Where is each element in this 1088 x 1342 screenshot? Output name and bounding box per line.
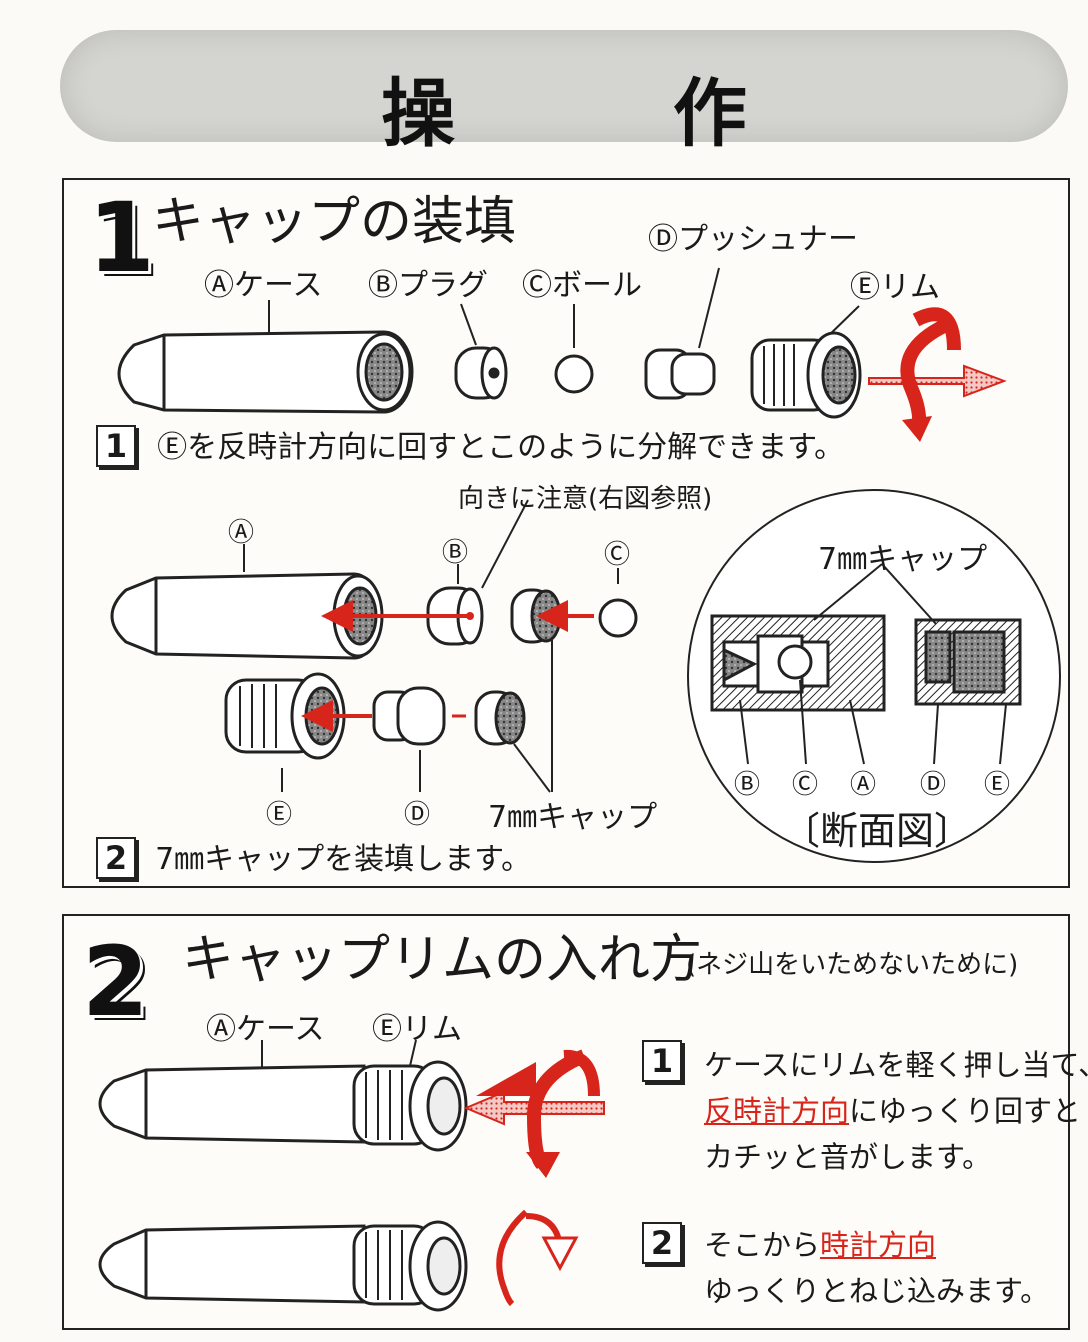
section-2-number: 2 <box>82 926 149 1038</box>
case-part <box>117 330 414 414</box>
step-number-box: 1 <box>96 425 136 467</box>
letter-d: Ⓓ <box>404 800 431 830</box>
section-view-letter-c: Ⓒ <box>792 770 819 800</box>
step-line: そこから時計方向 <box>704 1222 1049 1268</box>
step-number-box: 2 <box>642 1222 682 1264</box>
letter-c: Ⓒ <box>604 540 631 570</box>
section-2-step-2-text: そこから時計方向 ゆっくりとねじ込みます。 <box>704 1222 1049 1314</box>
section-view-letter-d: Ⓓ <box>920 770 947 800</box>
part-label-pusher: Ⓓプッシュナー <box>648 222 858 257</box>
counterclockwise-emphasis: 反時計方向 <box>704 1094 850 1128</box>
step-number-box: 1 <box>642 1040 682 1082</box>
part-label-plug: Ⓑプラグ <box>368 268 488 303</box>
section-2-panel: 2 キャップリムの入れ方 (ネジ山をいためないために) Ⓐケース Ⓔリム 1 ケ… <box>62 914 1088 1330</box>
letter-a: Ⓐ <box>228 518 255 548</box>
step-text: 7㎜キャップを装填します。 <box>155 842 532 877</box>
step-text: Ⓔを反時計方向に回すとこのように分解できます。 <box>157 430 845 465</box>
part-label-ball: Ⓒボール <box>522 268 642 303</box>
section-view-letter-e: Ⓔ <box>984 770 1011 800</box>
part-label-case: Ⓐケース <box>204 268 323 303</box>
letter-e: Ⓔ <box>266 800 293 830</box>
section-1-panel: 1 キャップの装填 Ⓐケース Ⓑプラグ Ⓒボール Ⓓプッシュナー Ⓔリム 1 Ⓔ… <box>62 178 1070 888</box>
step-line: ゆっくりとねじ込みます。 <box>704 1274 1050 1308</box>
step-number-box: 2 <box>96 837 136 879</box>
section-2-step-2: 2 <box>642 1222 682 1264</box>
section-view-caption: 〔断面図〕 <box>782 809 973 853</box>
orientation-note: 向きに注意(右図参照) <box>458 484 713 514</box>
section-1-title: キャップの装填 <box>152 192 517 252</box>
section-view-letter-b: Ⓑ <box>734 770 761 800</box>
page-title: 操 作 <box>381 71 843 157</box>
step-line: 反時計方向にゆっくり回すと <box>704 1088 1088 1134</box>
section-1-number: 1 <box>88 182 155 294</box>
cap-label: 7㎜キャップ <box>488 800 658 835</box>
step-line: カチッと音がします。 <box>704 1140 992 1174</box>
part-label-rim: Ⓔリム <box>850 270 940 305</box>
step-line-pre: そこから <box>704 1228 821 1262</box>
section-view-cap-label: 7㎜キャップ <box>818 542 988 577</box>
section-2-illustration <box>98 1039 605 1312</box>
clockwise-emphasis: 時計方向 <box>820 1228 937 1262</box>
part-label-rim: Ⓔリム <box>372 1012 462 1047</box>
part-label-case: Ⓐケース <box>206 1012 325 1047</box>
cross-section-diagram <box>710 614 1022 712</box>
section-view-letter-a: Ⓐ <box>850 770 877 800</box>
section-2-step-1-text: ケースにリムを軽く押し当て、 反時計方向にゆっくり回すと カチッと音がします。 <box>704 1042 1088 1180</box>
section-1-step-1: 1 Ⓔを反時計方向に回すとこのように分解できます。 <box>96 422 844 467</box>
section-1-illustration <box>110 267 1061 863</box>
section-1-step-2: 2 7㎜キャップを装填します。 <box>96 834 531 879</box>
header-banner: 操 作 <box>60 30 1068 157</box>
step-line: ケースにリムを軽く押し当て、 <box>704 1048 1088 1082</box>
section-2-subtitle: (ネジ山をいためないために) <box>686 950 1019 980</box>
step-line-rest: にゆっくり回すと <box>849 1094 1082 1128</box>
letter-b: Ⓑ <box>442 538 469 568</box>
section-2-title: キャップリムの入れ方 <box>182 930 703 990</box>
section-2-step-1: 1 <box>642 1040 682 1082</box>
